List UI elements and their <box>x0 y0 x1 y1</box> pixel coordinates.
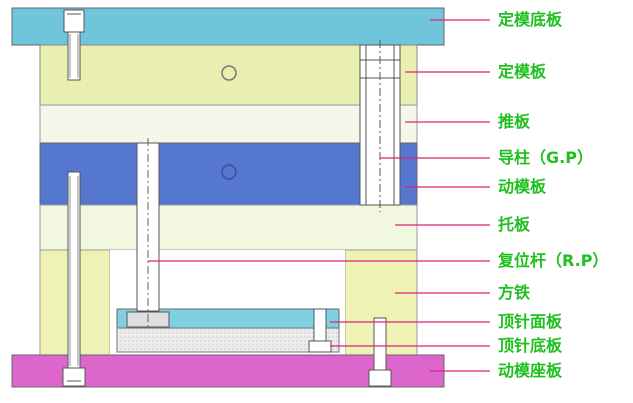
ejector-base-plate <box>116 327 340 353</box>
fixed-plate-hole <box>221 65 237 81</box>
guide-pin <box>359 40 401 212</box>
stripper-plate <box>39 104 418 144</box>
bottom-right-screw <box>368 317 392 387</box>
label-moving-clamp-plate: 动模座板 <box>498 361 563 380</box>
label-ejector-retainer-plate: 顶针面板 <box>498 312 563 331</box>
label-stripper-plate: 推板 <box>498 112 531 131</box>
label-return-pin: 复位杆（R.P） <box>498 251 609 270</box>
label-guide-pin: 导柱（G.P） <box>498 148 593 167</box>
moving-plate-hole <box>221 164 237 180</box>
label-spacer-block: 方铁 <box>498 283 531 302</box>
ejector-screw <box>308 308 332 353</box>
bottom-long-screw <box>62 171 86 387</box>
top-screw <box>63 9 85 81</box>
label-support-plate: 托板 <box>498 215 531 234</box>
return-pin <box>126 138 170 330</box>
support-plate <box>39 204 418 251</box>
fixed-mold-plate <box>39 44 418 106</box>
label-ejector-base-plate: 顶针底板 <box>498 336 563 355</box>
label-moving-mold-plate: 动模板 <box>498 177 547 196</box>
moving-mold-plate <box>39 142 418 206</box>
label-fixed-clamp-plate: 定模底板 <box>498 10 563 29</box>
label-fixed-mold-plate: 定模板 <box>498 62 547 81</box>
